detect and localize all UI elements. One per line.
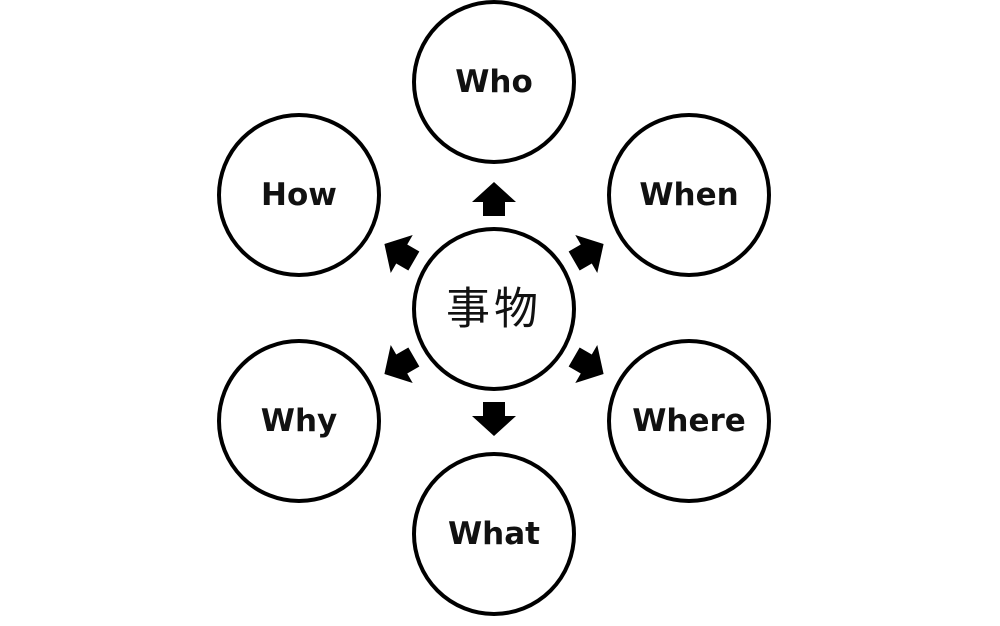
who-circle [412,0,576,164]
arrow-to-how-icon [384,234,420,274]
where-circle [607,339,771,503]
how-label: How [261,177,337,213]
node-where: Where [607,339,771,503]
why-label: Why [261,403,337,439]
what-label: What [448,516,540,552]
why-circle [217,339,381,503]
node-when: When [607,113,771,277]
arrow-to-where-icon [568,344,604,384]
where-label: Where [632,403,746,439]
node-who: Who [412,0,576,164]
who-label: Who [455,64,533,100]
how-circle [217,113,381,277]
center-circle [412,227,576,391]
node-why: Why [217,339,381,503]
arrow-to-what-icon [472,402,516,436]
center-label: 事物 [446,284,542,335]
when-label: When [639,177,738,213]
arrow-to-when-icon [568,234,604,274]
arrow-to-why-icon [384,344,420,384]
node-what: What [412,452,576,616]
center-node: 事物 [412,227,576,391]
arrow-to-who-icon [472,182,516,216]
what-circle [412,452,576,616]
node-how: How [217,113,381,277]
when-circle [607,113,771,277]
